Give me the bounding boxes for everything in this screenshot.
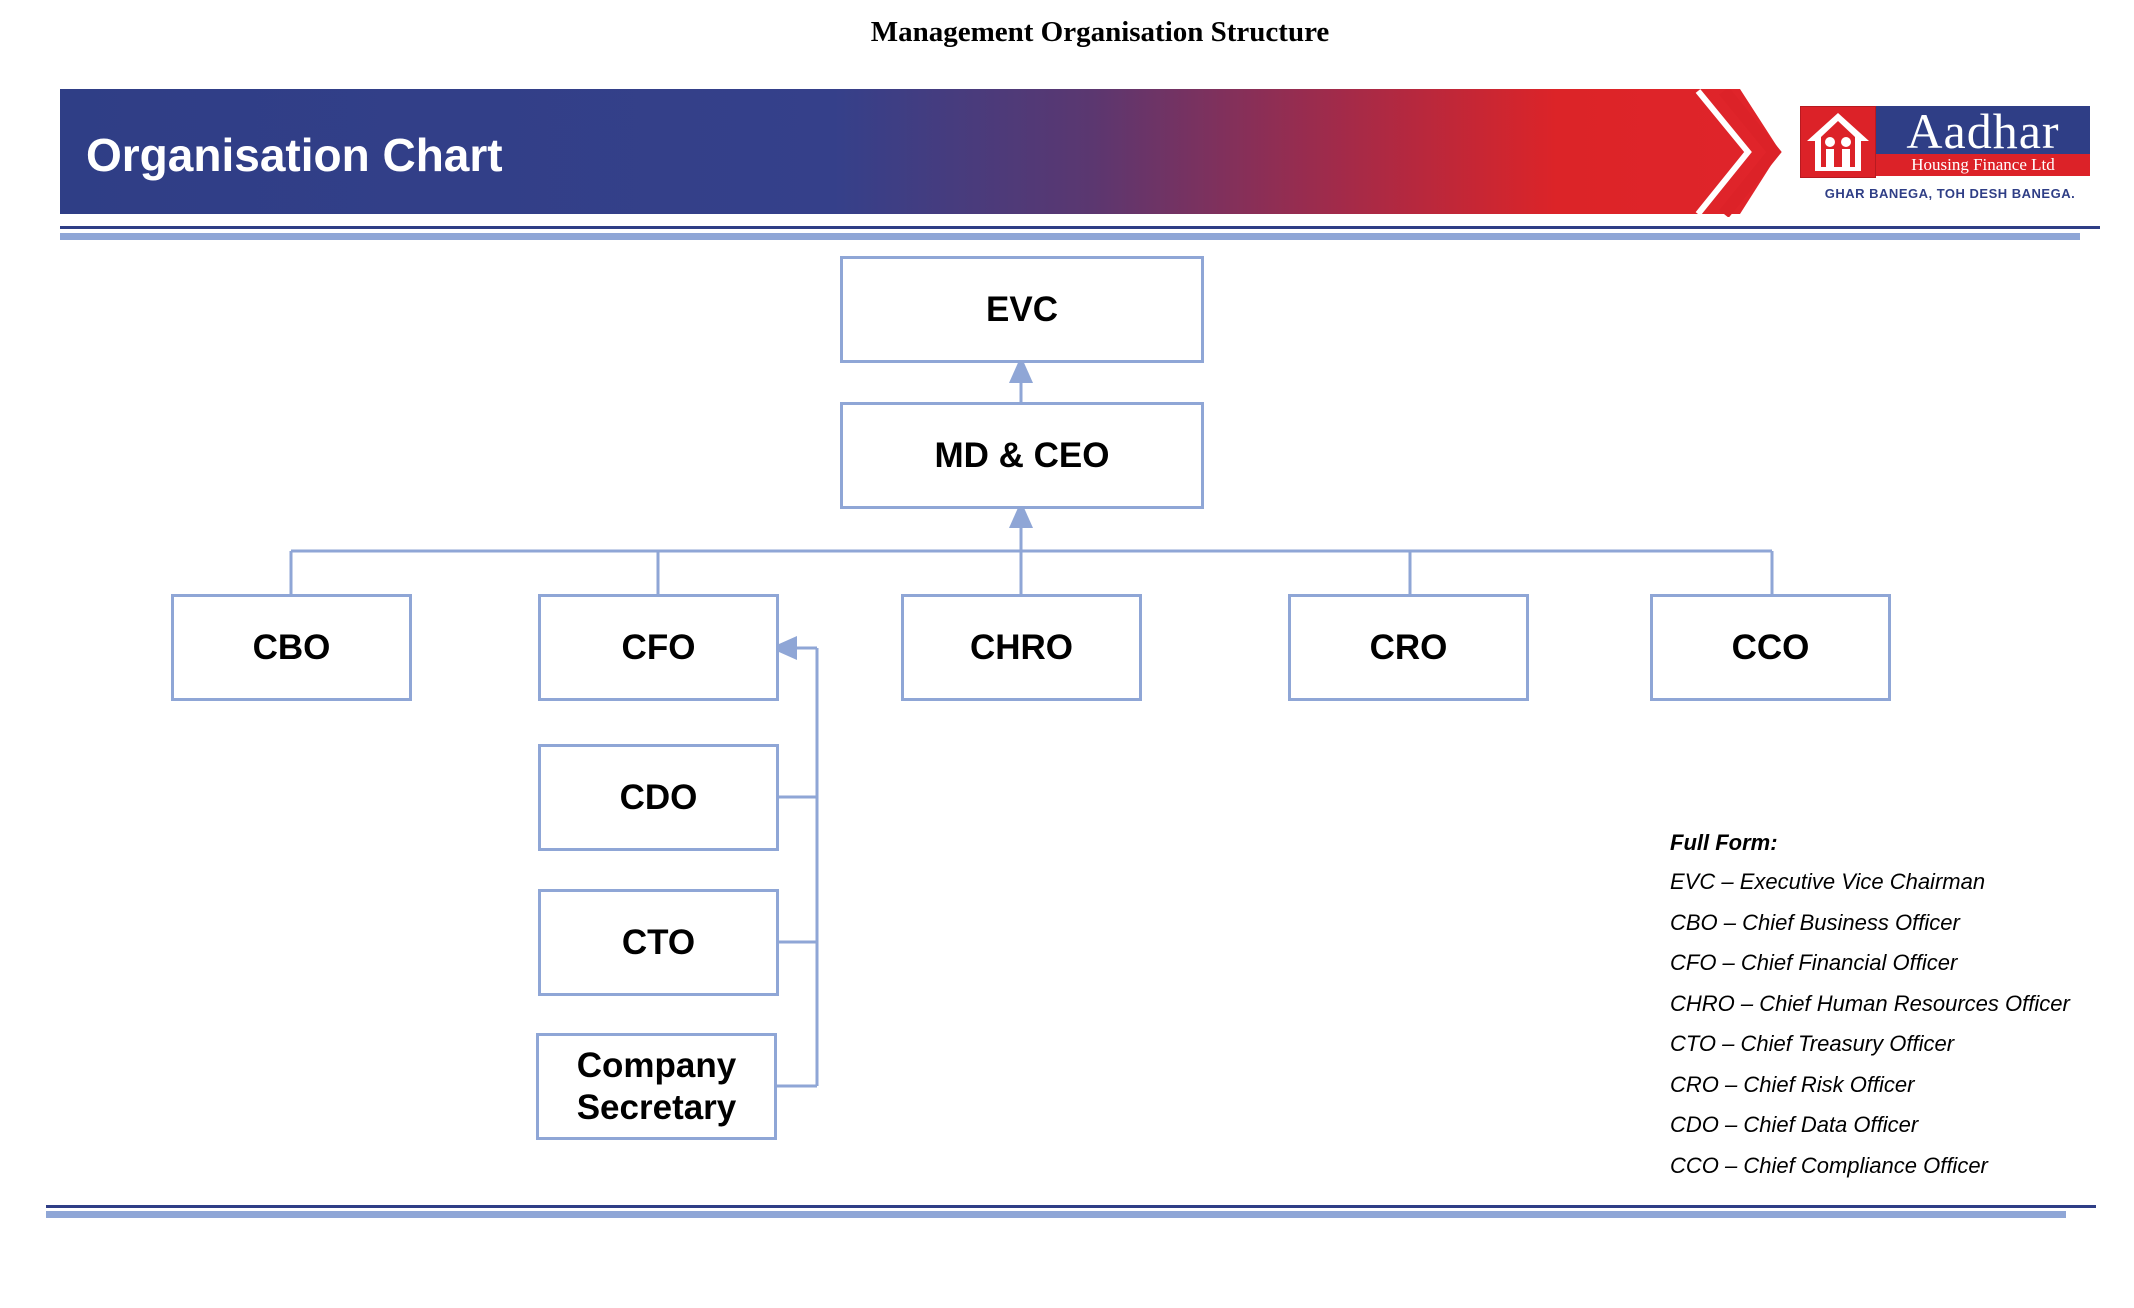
legend-item: CFO – Chief Financial Officer xyxy=(1670,950,1958,975)
org-box-cto: CTO xyxy=(538,889,779,996)
chevron-icon xyxy=(1695,89,1782,217)
banner-title: Organisation Chart xyxy=(86,129,503,181)
legend-item: CCO – Chief Compliance Officer xyxy=(1670,1152,1988,1178)
full-form-legend: Full Form: EVC – Executive Vice Chairman… xyxy=(1670,830,2130,1192)
legend-item: CDO – Chief Data Officer xyxy=(1670,1112,1919,1137)
legend-item: CBO – Chief Business Officer xyxy=(1670,909,1960,935)
org-box-company-secretary: Company Secretary xyxy=(536,1033,777,1140)
org-box-chro: CHRO xyxy=(901,594,1142,701)
org-box-cco: CCO xyxy=(1650,594,1891,701)
org-box-cfo: CFO xyxy=(538,594,779,701)
company-logo: Aadhar Housing Finance Ltd GHAR BANEGA, … xyxy=(1800,103,2100,201)
brand-tagline: GHAR BANEGA, TOH DESH BANEGA. xyxy=(1824,186,2076,201)
top-rule xyxy=(60,226,2100,229)
legend-heading: Full Form: xyxy=(1670,830,1778,855)
legend-item: EVC – Executive Vice Chairman xyxy=(1670,869,1986,894)
bottom-rule xyxy=(46,1205,2096,1208)
legend-item: CHRO – Chief Human Resources Officer xyxy=(1670,990,2070,1016)
org-box-md-ceo: MD & CEO xyxy=(840,402,1204,509)
legend-item: CRO – Chief Risk Officer xyxy=(1670,1071,1915,1097)
bottom-rule-light xyxy=(46,1211,2066,1218)
brand-name: Aadhar xyxy=(1906,103,2060,159)
brand-subtitle: Housing Finance Ltd xyxy=(1911,155,2055,174)
org-box-cro: CRO xyxy=(1288,594,1529,701)
org-box-cbo: CBO xyxy=(171,594,412,701)
header-banner xyxy=(60,89,1780,214)
house-family-icon xyxy=(1800,106,1876,178)
document-title: Management Organisation Structure xyxy=(870,16,1330,48)
legend-item: CTO – Chief Treasury Officer xyxy=(1670,1031,1955,1056)
org-box-cdo: CDO xyxy=(538,744,779,851)
org-box-evc: EVC xyxy=(840,256,1204,363)
top-rule-light xyxy=(60,233,2080,240)
